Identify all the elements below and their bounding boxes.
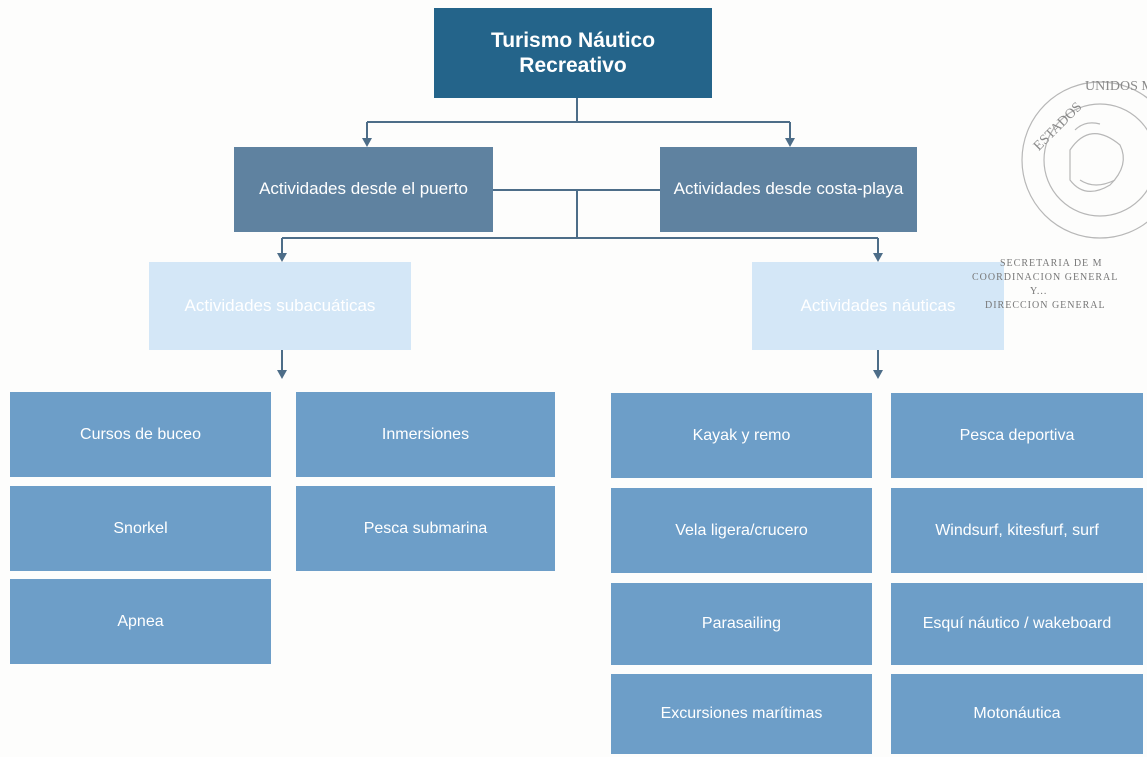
leaf-inmersiones: Inmersiones — [296, 392, 555, 477]
leaf-label: Inmersiones — [381, 425, 470, 443]
leaf-label: Parasailing — [701, 615, 782, 633]
leaf-pesca-deportiva: Pesca deportiva — [891, 393, 1143, 478]
leaf-label: Pesca submarina — [363, 519, 488, 537]
node-label: Actividades desde el puerto — [259, 179, 468, 199]
node-label: Actividades náuticas — [800, 295, 956, 315]
leaf-motonautica: Motonáutica — [891, 674, 1143, 754]
stamp-line: Y... — [1030, 286, 1048, 297]
root-label: Turismo Náutico Recreativo — [490, 28, 656, 77]
stamp-line: SECRETARIA DE M — [1000, 258, 1103, 269]
svg-text:ESTADOS: ESTADOS — [1031, 100, 1085, 154]
leaf-label: Excursiones marítimas — [660, 705, 823, 723]
leaf-pesca-submarina: Pesca submarina — [296, 486, 555, 571]
leaf-label: Apnea — [117, 612, 164, 630]
leaf-snorkel: Snorkel — [10, 486, 271, 571]
leaf-label: Motonáutica — [973, 705, 1061, 723]
leaf-kayak-y-remo: Kayak y remo — [611, 393, 872, 478]
leaf-label: Snorkel — [113, 519, 168, 537]
leaf-esqui-nautico: Esquí náutico / wakeboard — [891, 583, 1143, 665]
leaf-label: Esquí náutico / wakeboard — [922, 615, 1112, 633]
node-actividades-puerto: Actividades desde el puerto — [234, 147, 493, 232]
leaf-label: Windsurf, kitesfurf, surf — [935, 521, 1099, 539]
svg-text:UNIDOS M: UNIDOS M — [1085, 79, 1147, 94]
leaf-windsurf-kitesurf: Windsurf, kitesfurf, surf — [891, 488, 1143, 573]
leaf-cursos-de-buceo: Cursos de buceo — [10, 392, 271, 477]
node-actividades-nauticas: Actividades náuticas — [752, 262, 1004, 350]
leaf-label: Kayak y remo — [692, 426, 791, 444]
leaf-label: Vela ligera/crucero — [675, 521, 808, 539]
leaf-label: Cursos de buceo — [80, 425, 201, 443]
node-actividades-costa-playa: Actividades desde costa-playa — [660, 147, 917, 232]
stamp-line: COORDINACION GENERAL — [972, 272, 1119, 283]
node-label: Actividades desde costa-playa — [673, 179, 904, 199]
leaf-parasailing: Parasailing — [611, 583, 872, 665]
stamp-line: DIRECCION GENERAL — [985, 300, 1106, 311]
node-label: Actividades subacuáticas — [184, 295, 376, 315]
leaf-vela-ligera: Vela ligera/crucero — [611, 488, 872, 573]
official-seal: ESTADOS UNIDOS M — [1021, 79, 1147, 239]
node-actividades-subacuaticas: Actividades subacuáticas — [149, 262, 411, 350]
leaf-label: Pesca deportiva — [959, 426, 1075, 444]
root-node: Turismo Náutico Recreativo — [434, 8, 712, 98]
leaf-apnea: Apnea — [10, 579, 271, 664]
leaf-excursiones-maritimas: Excursiones marítimas — [611, 674, 872, 754]
